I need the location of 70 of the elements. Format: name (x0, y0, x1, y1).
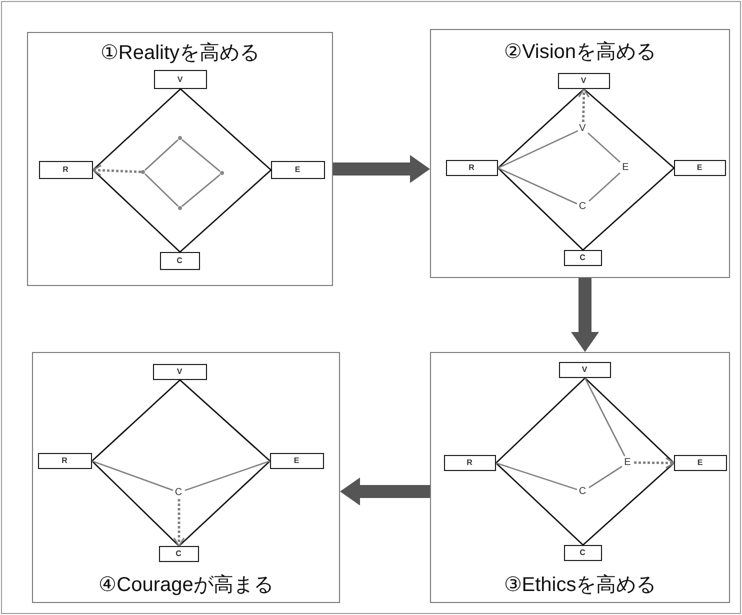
panel-frame (32, 352, 340, 603)
polygon-line (182, 139, 220, 172)
letter-box: C (158, 546, 198, 562)
letter-box: E (674, 454, 726, 470)
diamond-line (584, 378, 674, 464)
block-arrow (571, 278, 599, 352)
letter-box: R (38, 452, 92, 468)
vertex-label: E (622, 456, 634, 468)
vertex-dot (178, 206, 182, 210)
letter-box: V (558, 72, 610, 88)
panel-frame (430, 352, 730, 603)
polygon-line (588, 172, 620, 202)
diamond-line (584, 88, 674, 169)
polygon-line (182, 174, 220, 207)
diamond-line (92, 170, 180, 252)
diamond-line (180, 88, 272, 171)
polygon-line (92, 460, 174, 491)
vertex-label: C (172, 486, 184, 498)
polygon-line (184, 460, 270, 492)
letter-box: E (674, 160, 726, 176)
letter-box: E (270, 160, 324, 178)
panel-title: ④Courageが高まる (98, 573, 274, 597)
polygon-line (498, 167, 578, 204)
diamond-line (178, 460, 270, 547)
letter-box: C (564, 544, 602, 560)
letter-box: E (270, 452, 324, 468)
vertex-dot (140, 170, 144, 174)
panel-title: ②Visionを高める (502, 40, 658, 64)
vertex-label: V (578, 122, 588, 134)
diamond-line (92, 379, 180, 462)
diamond-line (180, 379, 270, 462)
panel-frame (430, 29, 730, 278)
block-arrow (333, 155, 430, 183)
diamond-line (582, 462, 674, 546)
vertex-dot (220, 170, 224, 174)
polygon-line (144, 173, 178, 207)
vertex-label: C (576, 200, 588, 212)
vertex-label: E (620, 160, 632, 174)
polygon-line (588, 466, 622, 488)
letter-box: R (444, 454, 496, 470)
diamond-line (496, 378, 586, 464)
polygon-line (498, 130, 578, 169)
letter-box: V (152, 364, 206, 380)
polygon-line (584, 378, 626, 456)
letter-box: R (446, 160, 498, 176)
panel-frame (27, 32, 333, 286)
polygon-line (496, 462, 578, 490)
polygon-line (144, 139, 178, 171)
polygon-line (588, 132, 620, 163)
vertex-label: C (576, 484, 588, 498)
vertex-dot (178, 136, 182, 140)
dotted-arrow (634, 457, 675, 469)
diamond-line (92, 460, 180, 546)
letter-box: V (558, 362, 610, 378)
diamond-line (582, 167, 674, 251)
dotted-arrow (92, 164, 142, 176)
panel-title: ①Realityを高める (99, 41, 261, 65)
letter-box: C (160, 252, 200, 270)
panel-title: ③Ethicsを高める (502, 573, 658, 597)
dotted-arrow (578, 88, 590, 122)
letter-box: R (38, 160, 92, 178)
diamond-line (498, 88, 584, 169)
block-arrow (340, 478, 430, 506)
letter-box: C (564, 250, 602, 266)
diamond-line (496, 462, 584, 546)
dotted-arrow (173, 499, 185, 547)
diamond-line (180, 169, 272, 253)
diamond-line (92, 88, 181, 171)
diamond-line (498, 168, 584, 250)
letter-box: V (154, 70, 206, 88)
